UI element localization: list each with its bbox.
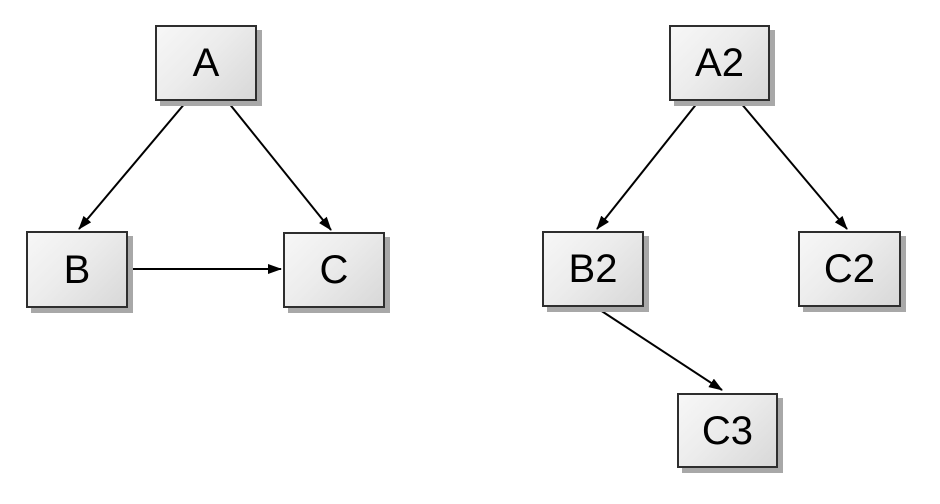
node-label-C3: C3: [701, 408, 754, 453]
edge-arrow-A2-B2: [596, 101, 699, 230]
node-label-C: C: [319, 248, 349, 292]
node-C[interactable]: C: [283, 232, 385, 308]
node-label-C2: C2: [823, 247, 876, 291]
node-A2[interactable]: A2: [669, 25, 770, 101]
edge-arrow-A-C: [227, 101, 332, 231]
node-B2[interactable]: B2: [542, 231, 644, 307]
edge-arrow-A2-C2: [739, 101, 848, 230]
node-label-A: A: [192, 41, 220, 85]
node-B[interactable]: B: [26, 231, 128, 308]
edge-arrow-B2-C3: [596, 307, 723, 391]
node-C3[interactable]: C3: [677, 393, 778, 468]
node-label-B: B: [63, 247, 91, 292]
node-label-A2: A2: [695, 41, 744, 85]
node-C2[interactable]: C2: [798, 231, 901, 307]
node-label-B2: B2: [568, 247, 618, 291]
node-A[interactable]: A: [155, 25, 257, 101]
edge-arrow-A-B: [78, 101, 187, 230]
